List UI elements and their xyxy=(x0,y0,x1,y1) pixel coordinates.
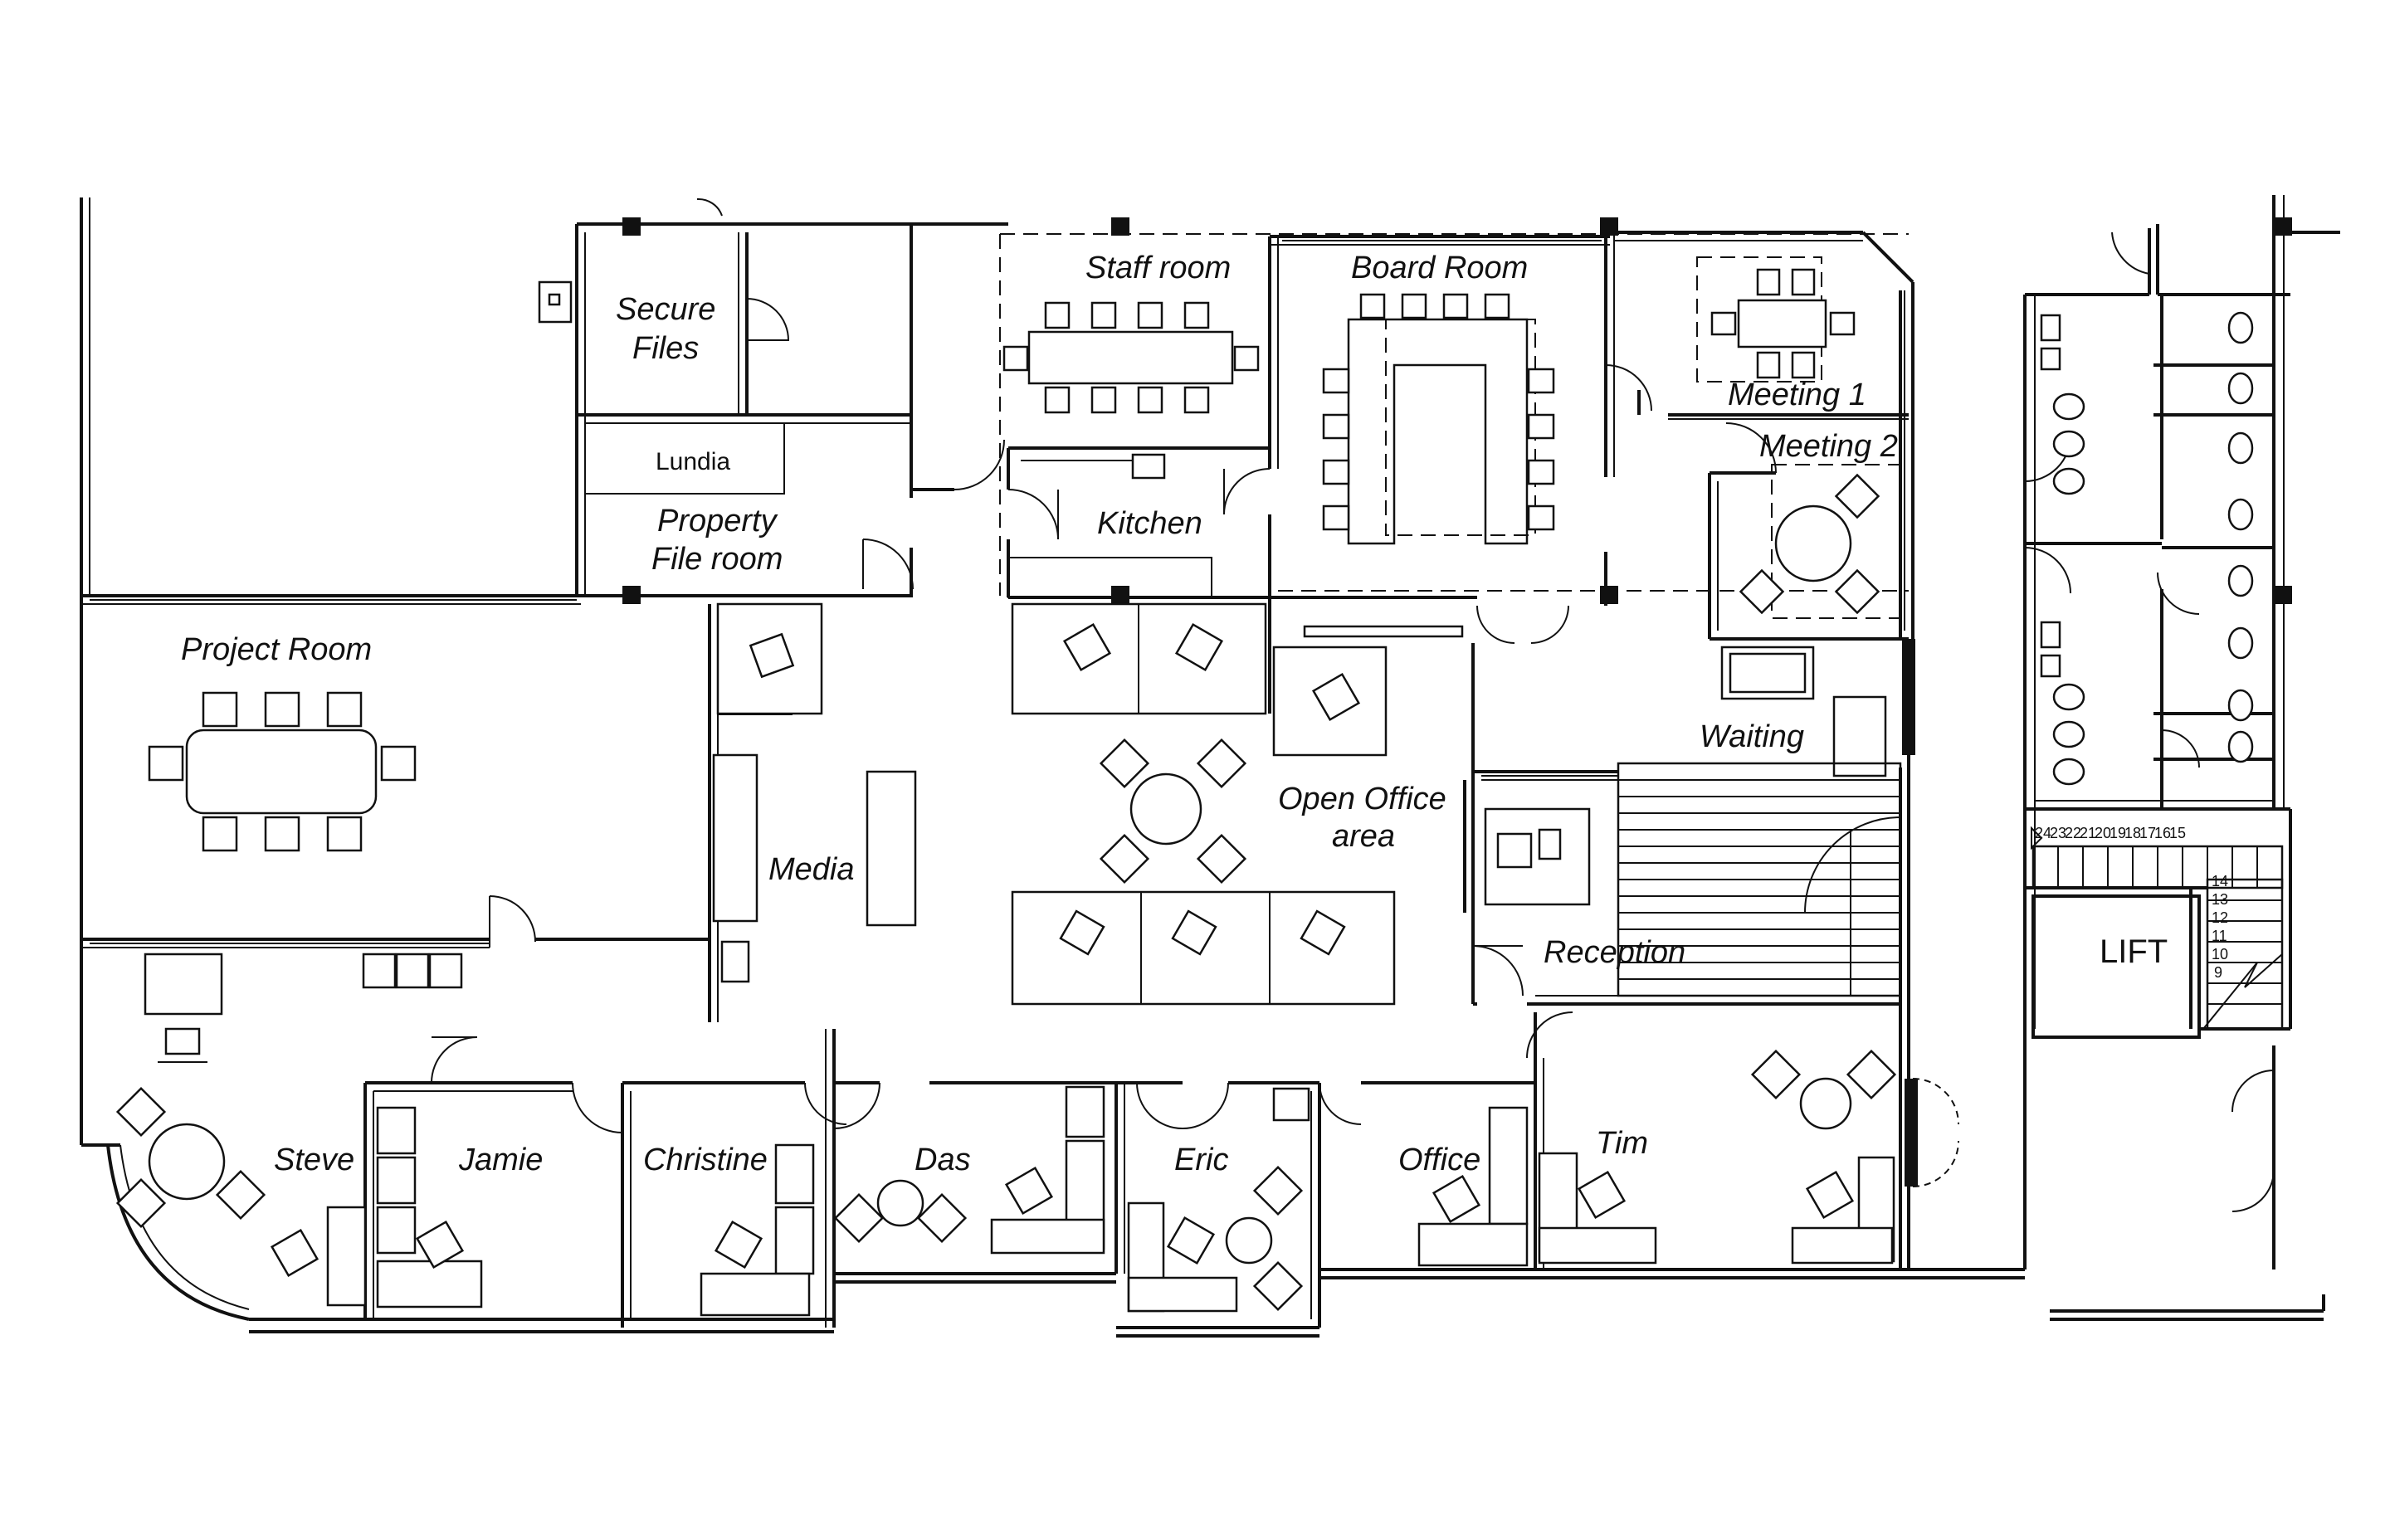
stair-number-10: 10 xyxy=(2212,946,2228,962)
label-christine: Christine xyxy=(643,1143,768,1177)
stair-number-13: 13 xyxy=(2212,891,2228,908)
stair-number-18: 18 xyxy=(2124,825,2141,841)
label-kitchen: Kitchen xyxy=(1097,506,1202,541)
stair-number-9: 9 xyxy=(2214,964,2222,981)
label-reception: Reception xyxy=(1544,935,1685,970)
stair-number-11: 11 xyxy=(2212,928,2227,944)
stair-number-15: 15 xyxy=(2169,825,2186,841)
label-meeting-1: Meeting 1 xyxy=(1728,378,1866,412)
label-steve: Steve xyxy=(274,1143,354,1177)
label-staff-room: Staff room xyxy=(1085,251,1231,285)
main-staircase: 24 23 22 21 20 19 18 17 16 15 14 13 12 1… xyxy=(2031,825,2284,1031)
label-property-1: Property xyxy=(657,504,778,539)
stair-number-16: 16 xyxy=(2154,825,2171,841)
label-meeting-2: Meeting 2 xyxy=(1759,429,1898,464)
room-labels: Secure Files Lundia Property File room S… xyxy=(181,251,2168,1177)
label-office: Office xyxy=(1398,1143,1480,1177)
stair-number-12: 12 xyxy=(2212,909,2228,926)
label-property-2: File room xyxy=(651,542,783,577)
stair-number-21: 21 xyxy=(2080,825,2096,841)
stair-number-23: 23 xyxy=(2050,825,2066,841)
label-lundia: Lundia xyxy=(656,448,730,475)
label-waiting: Waiting xyxy=(1700,719,1804,754)
stair-number-14: 14 xyxy=(2212,873,2228,889)
hatch-bands xyxy=(90,240,1905,944)
label-jamie: Jamie xyxy=(458,1143,543,1177)
label-project-room: Project Room xyxy=(181,632,372,667)
label-board-room: Board Room xyxy=(1351,251,1528,285)
label-lift: LIFT xyxy=(2100,933,2168,970)
label-open-office-1: Open Office xyxy=(1278,782,1446,816)
label-das: Das xyxy=(915,1143,971,1177)
label-eric: Eric xyxy=(1174,1143,1228,1177)
label-secure-files-2: Files xyxy=(632,331,699,366)
stair-number-19: 19 xyxy=(2110,825,2126,841)
columns xyxy=(622,217,2292,1187)
label-tim: Tim xyxy=(1596,1126,1648,1161)
furniture xyxy=(115,256,2254,1317)
reception-stairs xyxy=(1617,762,1902,997)
stair-number-17: 17 xyxy=(2139,825,2156,841)
label-secure-files-1: Secure xyxy=(616,292,715,327)
stair-number-24: 24 xyxy=(2035,825,2051,841)
stair-number-22: 22 xyxy=(2065,825,2081,841)
stair-number-20: 20 xyxy=(2095,825,2111,841)
label-media: Media xyxy=(768,852,855,887)
label-open-office-2: area xyxy=(1332,819,1395,854)
